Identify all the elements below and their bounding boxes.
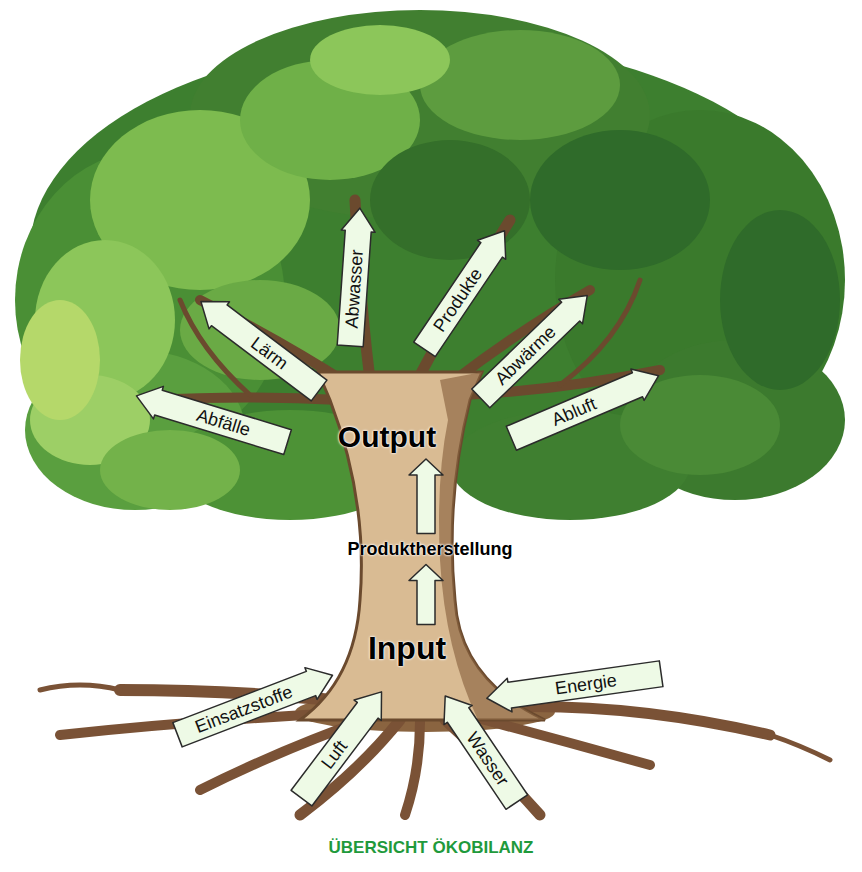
foliage bbox=[420, 30, 620, 140]
trunk-shape bbox=[300, 372, 545, 720]
arrow-label: Abfälle bbox=[153, 385, 294, 459]
foliage bbox=[100, 430, 240, 510]
arrow-label: Einsatzstoffe bbox=[170, 667, 317, 752]
branch bbox=[560, 280, 640, 385]
arrow-label: Luft bbox=[286, 699, 382, 809]
arrow-label: Produkte bbox=[409, 240, 507, 360]
flow-arrow: Energie bbox=[483, 656, 664, 716]
flow-connector bbox=[409, 459, 443, 534]
arrow-label: Abwasser bbox=[332, 230, 376, 348]
canopy bbox=[15, 10, 845, 520]
stage-label: Input bbox=[364, 629, 451, 668]
foliage bbox=[370, 140, 530, 260]
foliage bbox=[310, 25, 450, 95]
foliage bbox=[720, 210, 840, 390]
stage-label-text: Produktherstellung bbox=[343, 538, 516, 561]
stage-label-text: Output bbox=[334, 419, 440, 455]
stage-label: Produktherstellung bbox=[343, 538, 517, 561]
trunk bbox=[300, 372, 545, 720]
flow-arrow: Abwasser bbox=[332, 206, 378, 348]
flow-arrow: Abfälle bbox=[130, 378, 294, 459]
caption-box: ÜBERSICHT ÖKOBILANZ bbox=[0, 838, 862, 858]
foliage bbox=[530, 130, 710, 270]
flow-connector bbox=[409, 565, 443, 625]
arrow-label: Energie bbox=[507, 656, 665, 713]
arrow-label: Wasser bbox=[443, 705, 532, 813]
root bbox=[405, 722, 420, 815]
arrow-label: Abluft bbox=[503, 368, 644, 455]
stage-label-text: Input bbox=[364, 629, 450, 668]
root bbox=[40, 685, 120, 690]
caption: ÜBERSICHT ÖKOBILANZ bbox=[329, 838, 534, 858]
flow-arrow: Einsatzstoffe bbox=[170, 658, 340, 752]
foliage bbox=[20, 300, 100, 420]
arrow-label: Lärm bbox=[208, 301, 330, 406]
flow-arrow: Lärm bbox=[189, 286, 330, 405]
root bbox=[770, 735, 830, 760]
stage-label: Output bbox=[334, 419, 441, 455]
flow-arrow: Produkte bbox=[409, 220, 520, 360]
flow-arrow: Abwärme bbox=[468, 282, 601, 412]
